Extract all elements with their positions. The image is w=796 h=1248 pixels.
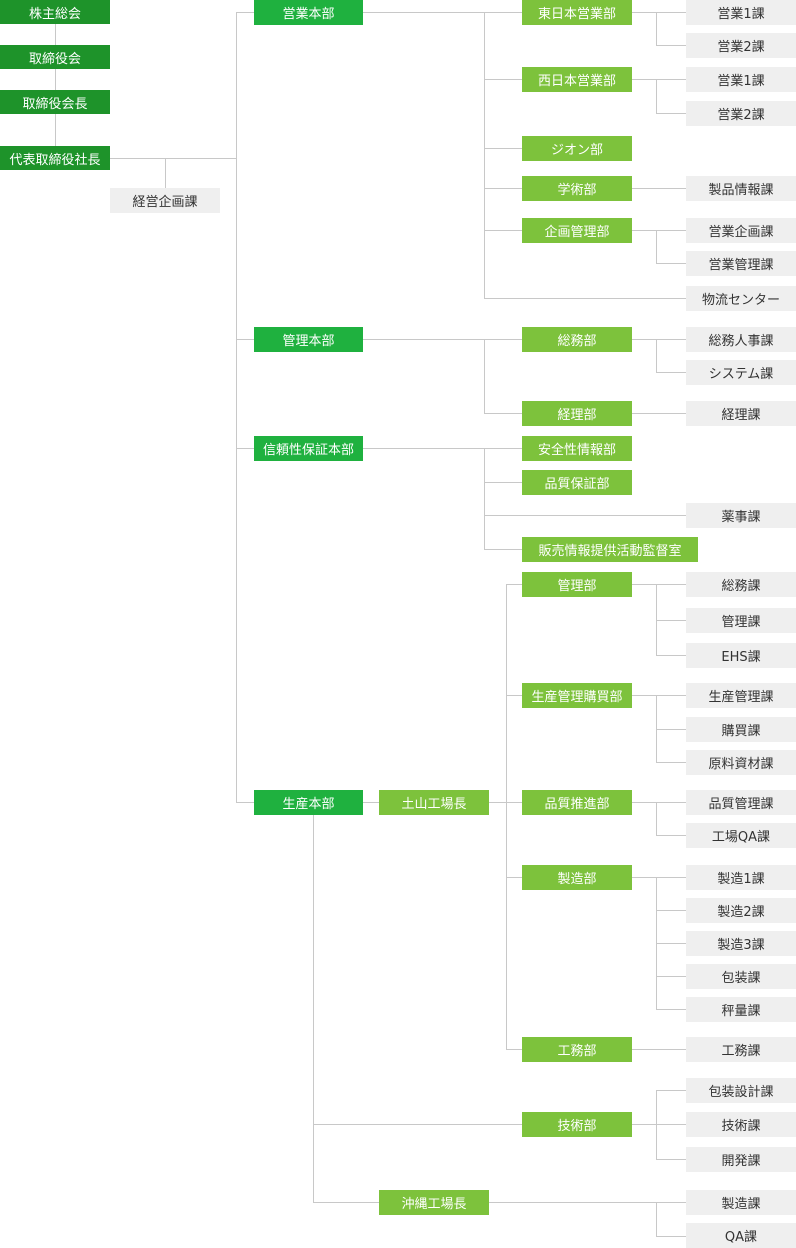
technology-dept-box: 技術部	[522, 1112, 632, 1137]
sales-mgmt-section: 営業管理課	[686, 251, 796, 276]
okinawa-plant-manager-box: 沖縄工場長	[379, 1190, 489, 1215]
plant-management-dept-box: 管理部	[522, 572, 632, 597]
shareholders-meeting-box: 株主総会	[0, 0, 110, 24]
west-sales-section-2: 営業2課	[686, 101, 796, 126]
east-sales-section-1: 営業1課	[686, 0, 796, 25]
okinawa-qa-section: QA課	[686, 1223, 796, 1248]
corporate-planning-box: 経営企画課	[110, 188, 220, 213]
sales-monitoring-office-box: 販売情報提供活動監督室	[522, 537, 698, 562]
admin-hq-box: 管理本部	[254, 327, 363, 352]
product-info-section: 製品情報課	[686, 176, 796, 201]
engineering-section: 工務課	[686, 1037, 796, 1062]
zeon-dept-box: ジオン部	[522, 136, 632, 161]
sales-planning-section: 営業企画課	[686, 218, 796, 243]
technical-section: 技術課	[686, 1112, 796, 1137]
purchasing-section: 購買課	[686, 717, 796, 742]
accounting-dept-box: 経理部	[522, 401, 632, 426]
manufacturing-section-2: 製造2課	[686, 898, 796, 923]
sales-hq-box: 営業本部	[254, 0, 363, 25]
raw-materials-section: 原料資材課	[686, 750, 796, 775]
east-sales-dept-box: 東日本営業部	[522, 0, 632, 25]
president-box: 代表取締役社長	[0, 146, 110, 170]
general-affairs-dept-box: 総務部	[522, 327, 632, 352]
plant-general-section: 総務課	[686, 572, 796, 597]
manufacturing-section-1: 製造1課	[686, 865, 796, 890]
okinawa-manufacturing-section: 製造課	[686, 1190, 796, 1215]
production-control-section: 生産管理課	[686, 683, 796, 708]
packaging-design-section: 包装設計課	[686, 1078, 796, 1103]
quality-control-section: 品質管理課	[686, 790, 796, 815]
quality-promotion-dept-box: 品質推進部	[522, 790, 632, 815]
packaging-section: 包装課	[686, 964, 796, 989]
ehs-section: EHS課	[686, 643, 796, 668]
west-sales-section-1: 営業1課	[686, 67, 796, 92]
west-sales-dept-box: 西日本営業部	[522, 67, 632, 92]
board-of-directors-box: 取締役会	[0, 45, 110, 69]
reliability-hq-box: 信頼性保証本部	[254, 436, 363, 461]
manufacturing-section-3: 製造3課	[686, 931, 796, 956]
weighing-section: 秤量課	[686, 997, 796, 1022]
plant-qa-section: 工場QA課	[686, 823, 796, 848]
planning-mgmt-dept-box: 企画管理部	[522, 218, 632, 243]
procurement-dept-box: 生産管理購買部	[522, 683, 632, 708]
dotoyama-plant-manager-box: 土山工場長	[379, 790, 489, 815]
plant-management-section: 管理課	[686, 608, 796, 633]
production-hq-box: 生産本部	[254, 790, 363, 815]
safety-info-dept-box: 安全性情報部	[522, 436, 632, 461]
systems-section: システム課	[686, 360, 796, 385]
development-section: 開発課	[686, 1147, 796, 1172]
east-sales-section-2: 営業2課	[686, 33, 796, 58]
quality-assurance-dept-box: 品質保証部	[522, 470, 632, 495]
logistics-center-box: 物流センター	[686, 286, 796, 311]
chairman-box: 取締役会長	[0, 90, 110, 114]
accounting-section: 経理課	[686, 401, 796, 426]
pharma-affairs-section: 薬事課	[686, 503, 796, 528]
general-hr-section: 総務人事課	[686, 327, 796, 352]
academic-dept-box: 学術部	[522, 176, 632, 201]
manufacturing-dept-box: 製造部	[522, 865, 632, 890]
engineering-dept-box: 工務部	[522, 1037, 632, 1062]
